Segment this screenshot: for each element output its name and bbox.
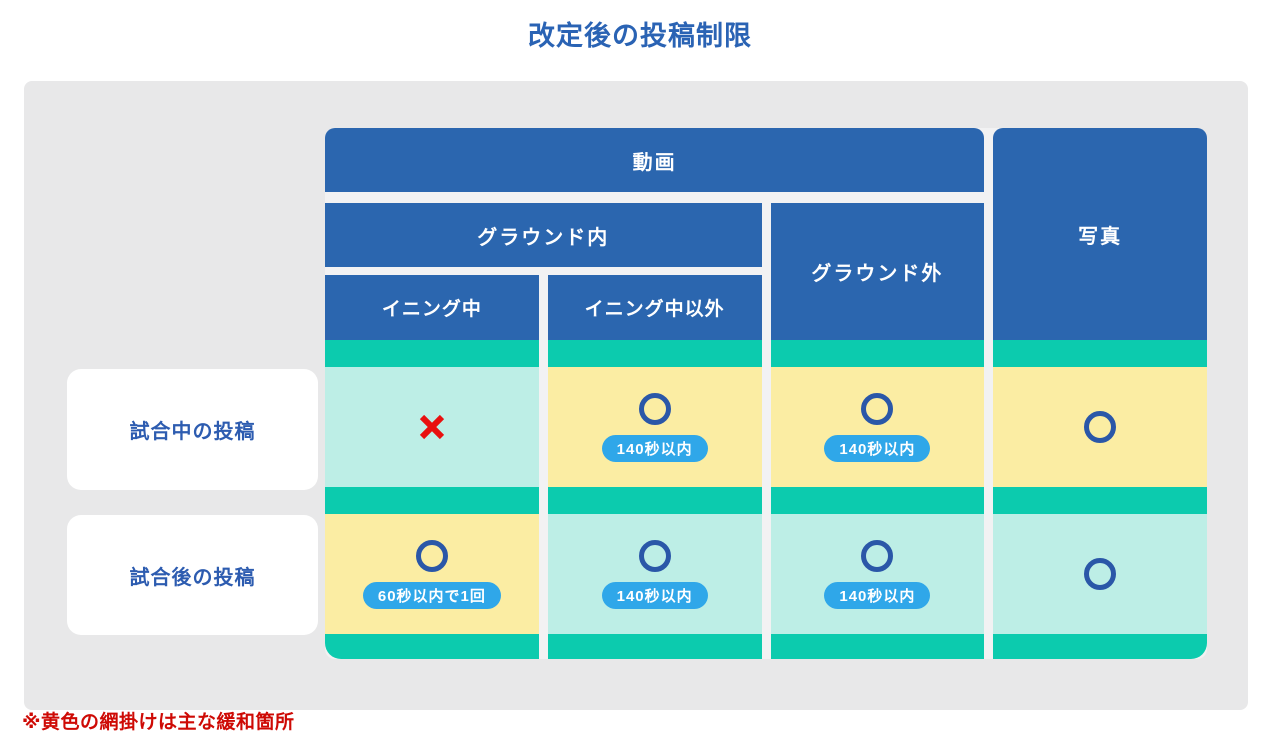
circle-mark-icon bbox=[415, 539, 449, 573]
teal-strip bbox=[547, 487, 762, 514]
circle-mark-icon bbox=[860, 539, 894, 573]
cross-mark-icon bbox=[417, 412, 447, 442]
header-outside-ground: グラウンド外 bbox=[770, 203, 985, 340]
table-cell bbox=[993, 367, 1207, 487]
infographic-panel: 試合中の投稿 試合後の投稿 動画 写真 グラウンド内 グラウンド外 イニング中 … bbox=[24, 81, 1248, 710]
teal-strip bbox=[325, 487, 539, 514]
circle-mark-icon bbox=[1083, 557, 1117, 591]
teal-strip bbox=[993, 487, 1207, 514]
header-inside-ground: グラウンド内 bbox=[325, 203, 762, 267]
restriction-table: 動画 写真 グラウンド内 グラウンド外 イニング中 イニング中以外 140秒以内… bbox=[325, 128, 1207, 659]
teal-strip bbox=[770, 634, 985, 659]
teal-strip bbox=[770, 340, 985, 367]
header-photo: 写真 bbox=[993, 128, 1207, 340]
circle-mark-icon bbox=[638, 539, 672, 573]
row-label-during-game: 試合中の投稿 bbox=[67, 369, 318, 490]
table-cell: 140秒以内 bbox=[770, 367, 985, 487]
header-during-inning: イニング中 bbox=[325, 275, 539, 340]
table-cell bbox=[325, 367, 539, 487]
duration-badge: 140秒以内 bbox=[601, 582, 708, 609]
teal-strip bbox=[993, 634, 1207, 659]
header-non-inning: イニング中以外 bbox=[547, 275, 762, 340]
table-cell: 140秒以内 bbox=[770, 514, 985, 634]
teal-strip bbox=[547, 634, 762, 659]
row-label-after-game: 試合後の投稿 bbox=[67, 515, 318, 635]
table-cell bbox=[993, 514, 1207, 634]
table-cell: 60秒以内で1回 bbox=[325, 514, 539, 634]
table-cell: 140秒以内 bbox=[547, 367, 762, 487]
header-video: 動画 bbox=[325, 128, 985, 192]
circle-mark-icon bbox=[1083, 410, 1117, 444]
footnote: ※黄色の網掛けは主な緩和箇所 bbox=[22, 712, 295, 733]
teal-strip bbox=[325, 634, 539, 659]
teal-strip bbox=[325, 340, 539, 367]
duration-badge: 140秒以内 bbox=[824, 582, 931, 609]
table-cell: 140秒以内 bbox=[547, 514, 762, 634]
duration-badge: 60秒以内で1回 bbox=[362, 582, 501, 609]
circle-mark-icon bbox=[638, 392, 672, 426]
teal-strip bbox=[547, 340, 762, 367]
page-title: 改定後の投稿制限 bbox=[528, 21, 752, 51]
teal-strip bbox=[770, 487, 985, 514]
circle-mark-icon bbox=[860, 392, 894, 426]
duration-badge: 140秒以内 bbox=[601, 435, 708, 462]
duration-badge: 140秒以内 bbox=[824, 435, 931, 462]
teal-strip bbox=[993, 340, 1207, 367]
